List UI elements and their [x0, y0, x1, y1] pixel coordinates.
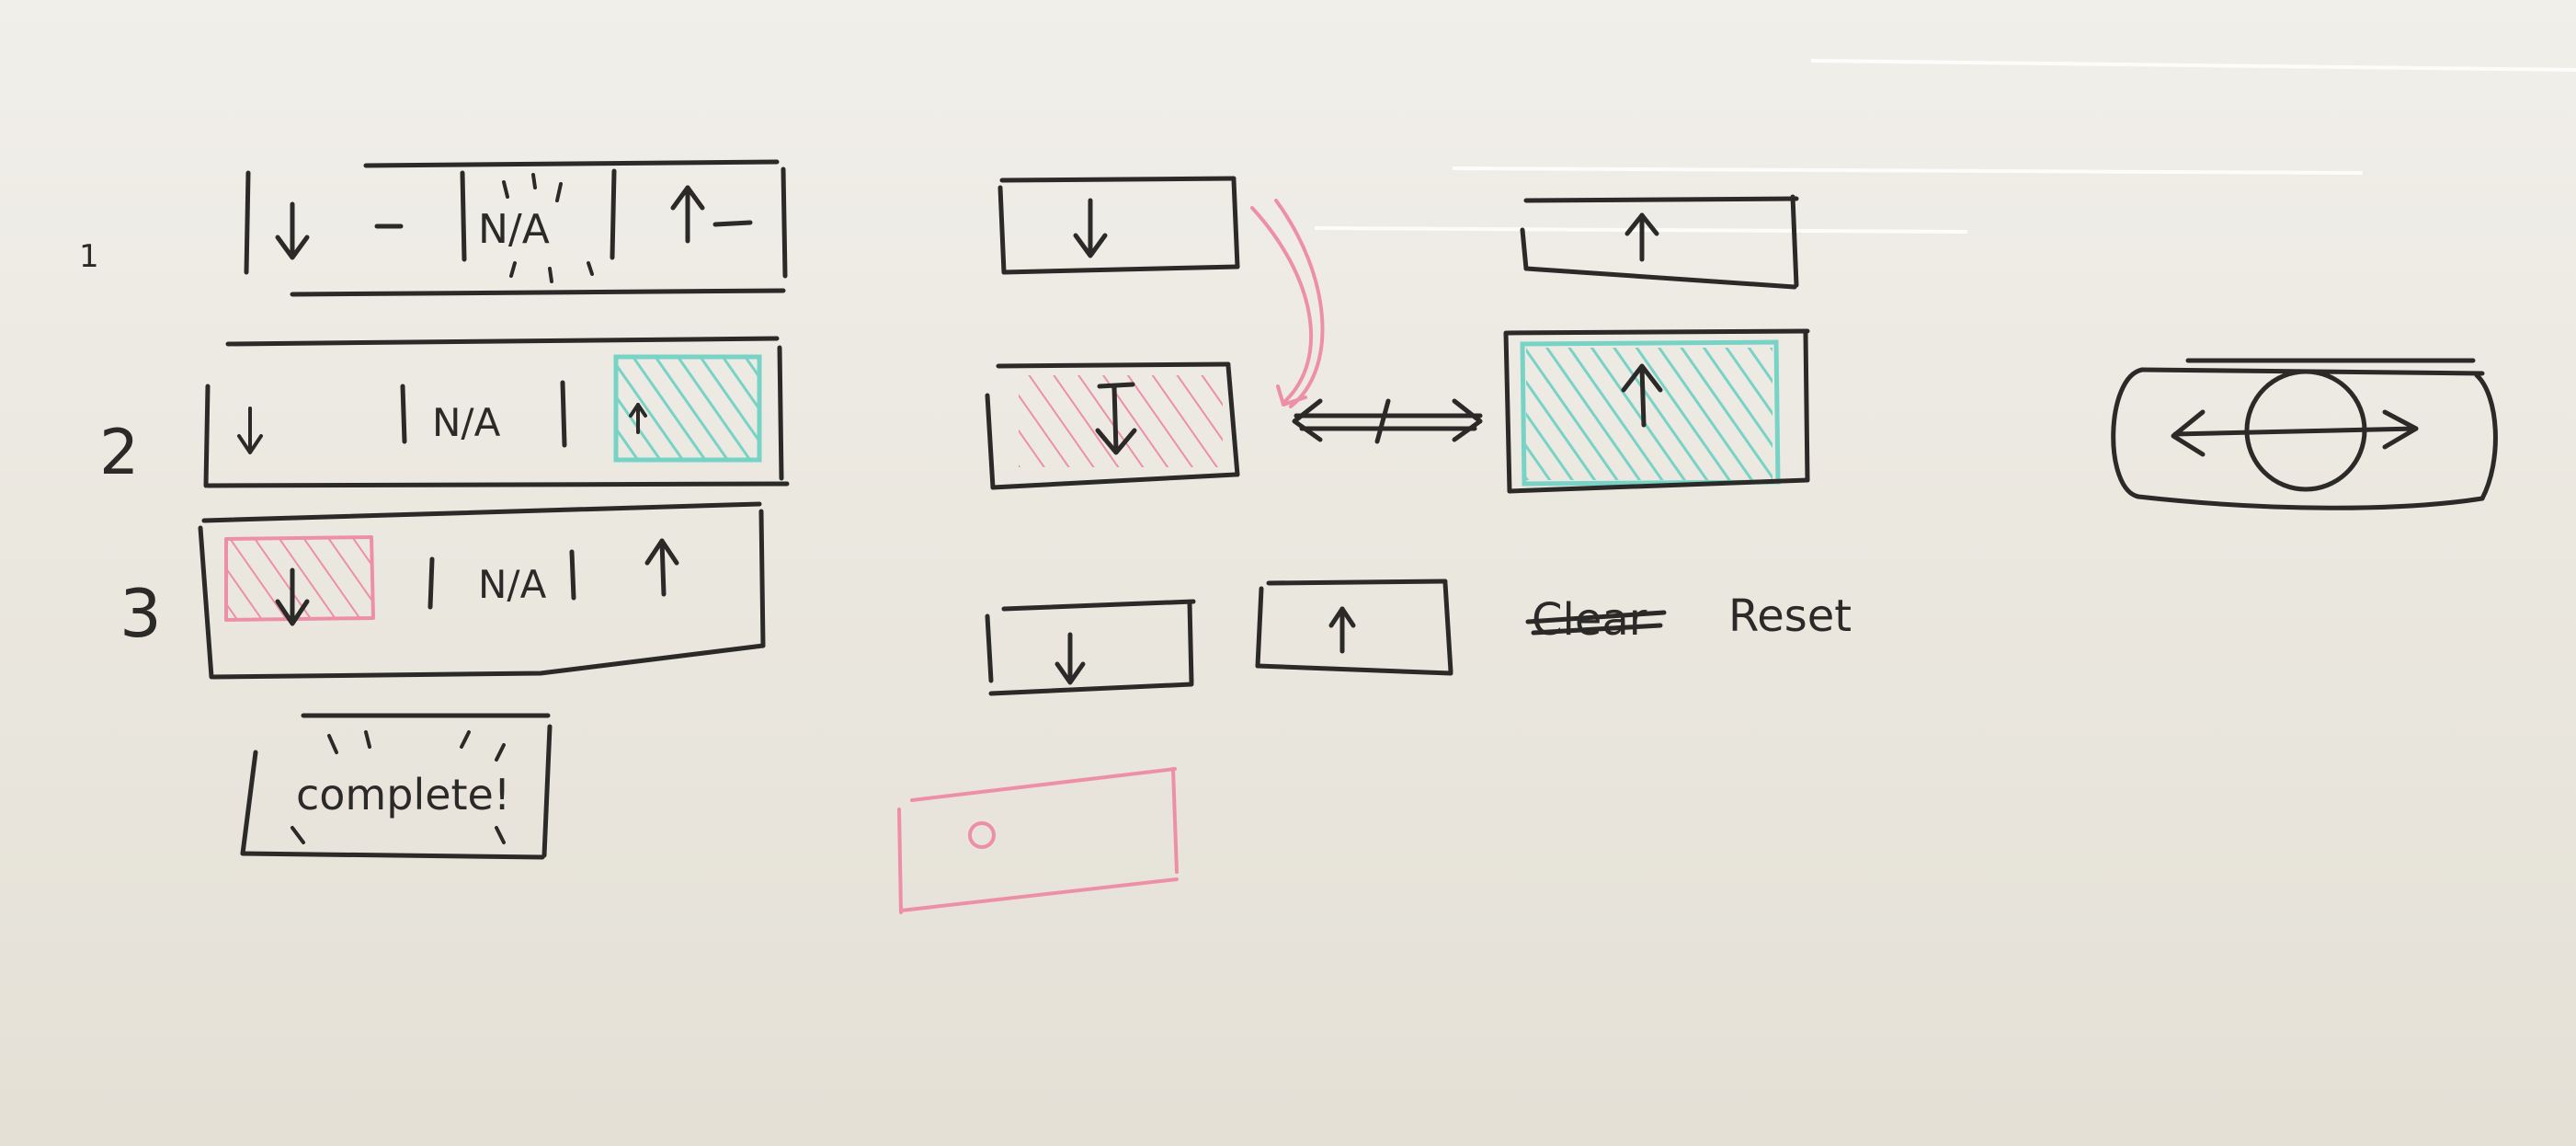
glare-lines	[1314, 59, 2576, 234]
down-arrow-icon	[275, 567, 310, 626]
complete-label: complete!	[296, 770, 510, 819]
up-arrow-icon	[1621, 363, 1663, 428]
down-arrow-icon	[1054, 632, 1086, 685]
down-arrow-icon	[275, 201, 310, 260]
row-number-2: 2	[99, 417, 139, 489]
emphasis-marks	[502, 173, 594, 283]
clear-reset-note: Clear Reset	[1525, 590, 1852, 646]
pressed-up-button-sketch	[1503, 328, 1810, 494]
row-1-na-label: N/A	[478, 206, 550, 253]
row-3-na-label: N/A	[478, 562, 547, 607]
pink-highlight	[1019, 375, 1223, 467]
up-button-sketch	[1520, 194, 1799, 290]
up-arrow-icon	[1328, 606, 1356, 654]
up-arrow-icon	[644, 538, 679, 597]
pink-toggle-sketch	[897, 767, 1179, 914]
reset-label: Reset	[1728, 590, 1852, 642]
complete-button-sketch: complete!	[240, 713, 553, 860]
up-arrow-icon	[629, 403, 647, 434]
row-number-1: 1	[79, 238, 99, 275]
toggle-arrow-icon	[1292, 398, 1483, 444]
pressed-down-button-sketch	[985, 361, 1240, 490]
up-arrow-icon	[1624, 212, 1659, 262]
pink-highlight	[226, 539, 371, 618]
row-1-button-bar: N/A	[244, 159, 788, 297]
down-button-sketch	[985, 599, 1196, 696]
pink-curved-arrow	[1250, 199, 1325, 408]
down-arrow-icon	[1095, 382, 1137, 455]
down-arrow-icon	[237, 407, 263, 454]
down-arrow-icon	[1073, 198, 1108, 258]
slider-sketch	[2111, 358, 2498, 510]
up-button-sketch	[1255, 579, 1453, 676]
row-2-na-label: N/A	[432, 400, 501, 445]
row-2-button-bar: N/A	[203, 336, 790, 488]
teal-highlight	[1526, 348, 1772, 480]
row-3-button-bar: N/A	[198, 501, 766, 680]
row-number-3: 3	[120, 575, 162, 652]
emphasis-marks	[291, 730, 506, 844]
down-button-sketch	[997, 176, 1240, 275]
up-arrow-icon	[670, 185, 705, 244]
